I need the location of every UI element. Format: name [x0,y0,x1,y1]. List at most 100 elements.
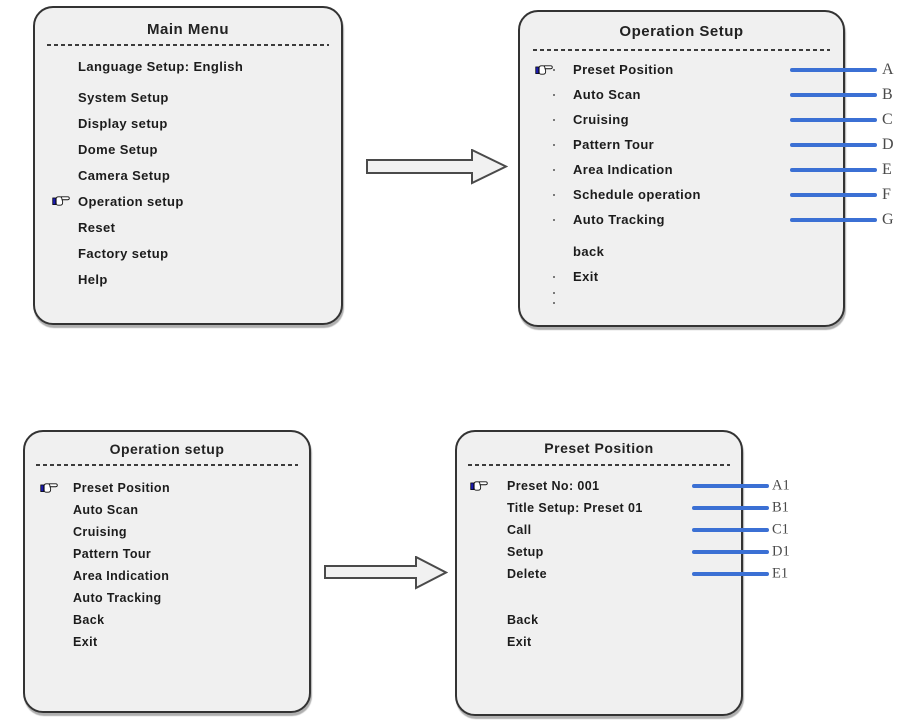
hand-pointer-icon [535,64,553,75]
callout-label: C [882,110,893,128]
menu-item-label: Back [507,613,539,627]
bullet-dot [553,218,555,221]
bullet-dot [553,118,555,121]
panel-title: Operation setup [109,441,225,457]
callout-line [790,142,877,147]
menu-item-label: Exit [507,635,532,649]
menu-item-label: Dome Setup [78,141,158,157]
menu-item[interactable]: Factory setup [35,240,341,266]
callout-label: E1 [772,565,789,582]
menu-item-label: Preset Position [573,62,674,77]
menu-item-label: Exit [73,635,98,649]
menu-item[interactable]: Auto Scan [25,499,309,521]
menu-item[interactable]: Schedule operation F [520,182,891,207]
callout-label: C1 [772,521,789,538]
menu-item-label: Pattern Tour [73,547,152,561]
menu-item[interactable]: back [520,239,843,264]
callout-line [692,572,769,576]
bullet-dot [553,292,555,294]
menu-item[interactable]: Auto Tracking [25,587,309,609]
menu-item-label: Schedule operation [573,187,701,202]
menu-item[interactable]: Reset [35,214,341,240]
menu-item-label: Auto Tracking [73,591,162,605]
menu-item-label: Preset Position [73,481,170,495]
menu-item[interactable]: Setup D1 [457,541,790,563]
panel-title: Operation Setup [619,23,744,40]
callout-line [790,67,877,72]
menu-item[interactable]: Area Indication [25,565,309,587]
dashed-separator [36,464,298,466]
menu-item[interactable]: Exit [457,631,741,653]
dashed-separator [47,44,329,46]
bullet-dot [553,143,555,146]
menu-item[interactable]: Title Setup: Preset 01 B1 [457,497,789,519]
bullet-dot [553,275,555,278]
menu-item[interactable]: Delete E1 [457,563,788,585]
dashed-separator [532,49,831,51]
menu-item[interactable]: Cruising [25,521,309,543]
menu-item-label: Reset [78,219,116,235]
callout-label: B [882,85,893,103]
callout-line [790,117,877,122]
menu-item[interactable]: Back [25,609,309,631]
menu-item [520,289,843,299]
menu-item-label: Setup [507,545,544,559]
menu-item-label: Auto Scan [573,87,641,102]
menu-item-label: Operation setup [78,193,184,209]
menu-item-label: Auto Scan [73,503,139,517]
menu-item-label: Language Setup: English [78,58,244,74]
menu-item-label: Camera Setup [78,167,171,183]
panel-title: Main Menu [147,21,229,38]
menu-item[interactable]: Exit [25,631,309,653]
hand-pointer-icon [52,196,70,206]
menu-item[interactable]: Camera Setup [35,162,341,188]
menu-item-label: Call [507,523,532,537]
menu-item[interactable]: Help [35,266,341,292]
menu-item[interactable]: Dome Setup [35,136,341,162]
bullet-dot [553,68,555,71]
callout-label: D1 [772,543,790,560]
menu-item [520,299,843,309]
menu-item[interactable]: Pattern Tour [25,543,309,565]
menu-item-label: Cruising [73,525,127,539]
menu-item[interactable]: Auto Scan B [520,82,893,107]
menu-item[interactable]: Display setup [35,110,341,136]
menu-item-label: Display setup [78,115,168,131]
menu-item-label: Title Setup: Preset 01 [507,501,643,515]
callout-line [692,550,769,554]
menu-item[interactable]: Back [457,609,741,631]
callout-label: A1 [772,477,790,494]
menu-item[interactable]: Call C1 [457,519,789,541]
menu-item-label: Help [78,271,108,287]
menu-item[interactable]: Exit [520,264,843,289]
menu-item-label: Back [73,613,105,627]
menu-item-label: Pattern Tour [573,137,655,152]
panel-title: Preset Position [544,440,654,456]
menu-item-label: System Setup [78,89,169,105]
callout-label: E [882,160,892,178]
menu-item[interactable]: Pattern Tour D [520,132,894,157]
menu-item[interactable]: Preset Position [25,477,309,499]
menu-item[interactable]: Operation setup [35,188,341,214]
menu-item-label: Auto Tracking [573,212,665,227]
callout-label: F [882,185,891,203]
bullet-dot [553,168,555,171]
menu-item-label: Exit [573,269,599,284]
menu-item-label: Delete [507,567,547,581]
callout-label: B1 [772,499,789,516]
callout-label: D [882,135,894,153]
menu-item[interactable]: System Setup [35,84,341,110]
menu-item[interactable]: Language Setup: English [35,53,341,79]
